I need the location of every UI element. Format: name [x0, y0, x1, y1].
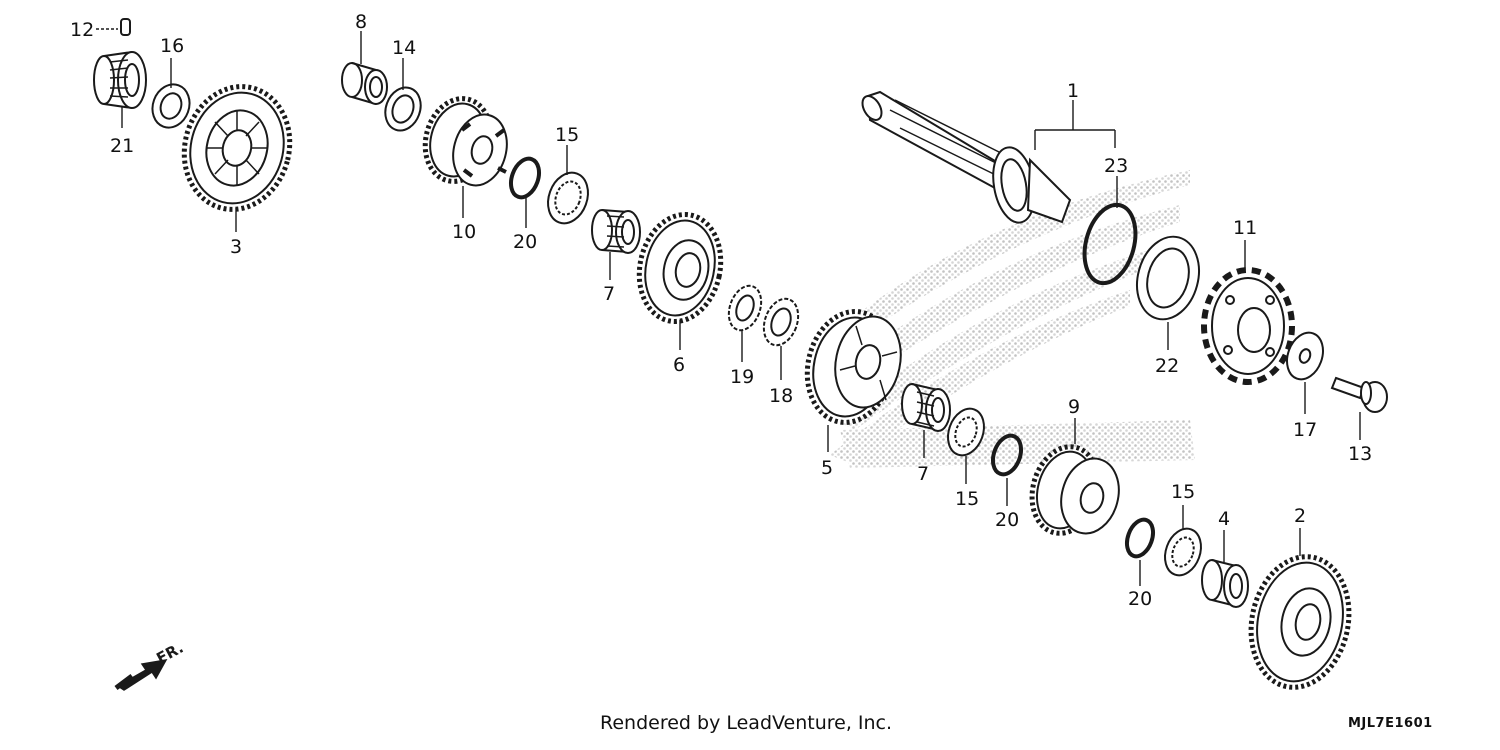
callout-11: 11 — [1233, 217, 1257, 239]
part-6-gear — [636, 212, 724, 324]
callout-20-a: 20 — [513, 231, 537, 253]
part-21-needle-bearing — [93, 51, 147, 109]
callout-20-b: 20 — [995, 509, 1019, 531]
part-7-needle-bearing-a — [591, 209, 641, 254]
callout-6: 6 — [673, 354, 685, 376]
callout-10: 10 — [452, 221, 476, 243]
callout-15-a: 15 — [555, 124, 579, 146]
part-5-gear — [804, 309, 902, 425]
part-13-flange-bolt — [1330, 376, 1388, 413]
part-12-dowel-pin — [120, 18, 131, 36]
callout-17: 17 — [1293, 419, 1317, 441]
front-arrow: FR. — [114, 639, 186, 691]
part-15-splined-washer-a — [547, 171, 589, 225]
callout-8: 8 — [355, 11, 367, 33]
part-10-gear — [422, 96, 508, 187]
callout-14: 14 — [392, 37, 416, 59]
callout-15-b: 15 — [955, 488, 979, 510]
part-9-gear — [1029, 444, 1120, 536]
callout-21: 21 — [110, 135, 134, 157]
callout-20-c: 20 — [1128, 588, 1152, 610]
callout-22: 22 — [1155, 355, 1179, 377]
part-14-washer — [384, 86, 422, 132]
part-22-oil-seal — [1136, 235, 1200, 321]
callout-1: 1 — [1067, 80, 1079, 102]
callout-5: 5 — [821, 457, 833, 479]
part-20-circlip-b — [990, 433, 1024, 477]
callout-7-b: 7 — [917, 463, 929, 485]
callout-9: 9 — [1068, 396, 1080, 418]
diagram-code: MJL7E1601 — [1348, 716, 1433, 731]
callout-19: 19 — [730, 366, 754, 388]
part-20-circlip-c — [1124, 517, 1156, 559]
part-17-washer — [1286, 331, 1324, 381]
part-1-mainshaft — [861, 90, 1072, 224]
callout-18: 18 — [769, 385, 793, 407]
part-7-needle-bearing-b — [901, 383, 951, 432]
part-20-circlip-a — [508, 156, 542, 200]
callout-23: 23 — [1104, 155, 1128, 177]
callout-labels: 12 16 21 3 8 14 10 20 15 7 6 19 18 5 7 1… — [70, 11, 1372, 610]
part-15-splined-washer-b — [947, 407, 985, 457]
part-3-gear — [181, 84, 293, 212]
callout-2: 2 — [1294, 505, 1306, 527]
callout-13: 13 — [1348, 443, 1372, 465]
callout-7-a: 7 — [603, 283, 615, 305]
part-15-splined-washer-c — [1164, 527, 1202, 577]
callout-4: 4 — [1218, 508, 1230, 530]
part-23-circlip — [1082, 202, 1138, 286]
part-2-gear — [1248, 554, 1352, 690]
part-18-splined-washer — [762, 297, 800, 347]
part-16-thrust-washer — [151, 83, 191, 129]
callout-3: 3 — [230, 236, 242, 258]
callout-16: 16 — [160, 35, 184, 57]
part-19-lock-washer — [727, 284, 763, 332]
callout-12: 12 — [70, 19, 94, 41]
leader-lines — [96, 28, 1361, 586]
callout-15-c: 15 — [1171, 481, 1195, 503]
render-credit: Rendered by LeadVenture, Inc. — [600, 712, 893, 734]
part-11-drive-sprocket — [1201, 267, 1295, 385]
part-4-bushing — [1201, 559, 1249, 608]
part-8-bushing — [341, 62, 388, 105]
